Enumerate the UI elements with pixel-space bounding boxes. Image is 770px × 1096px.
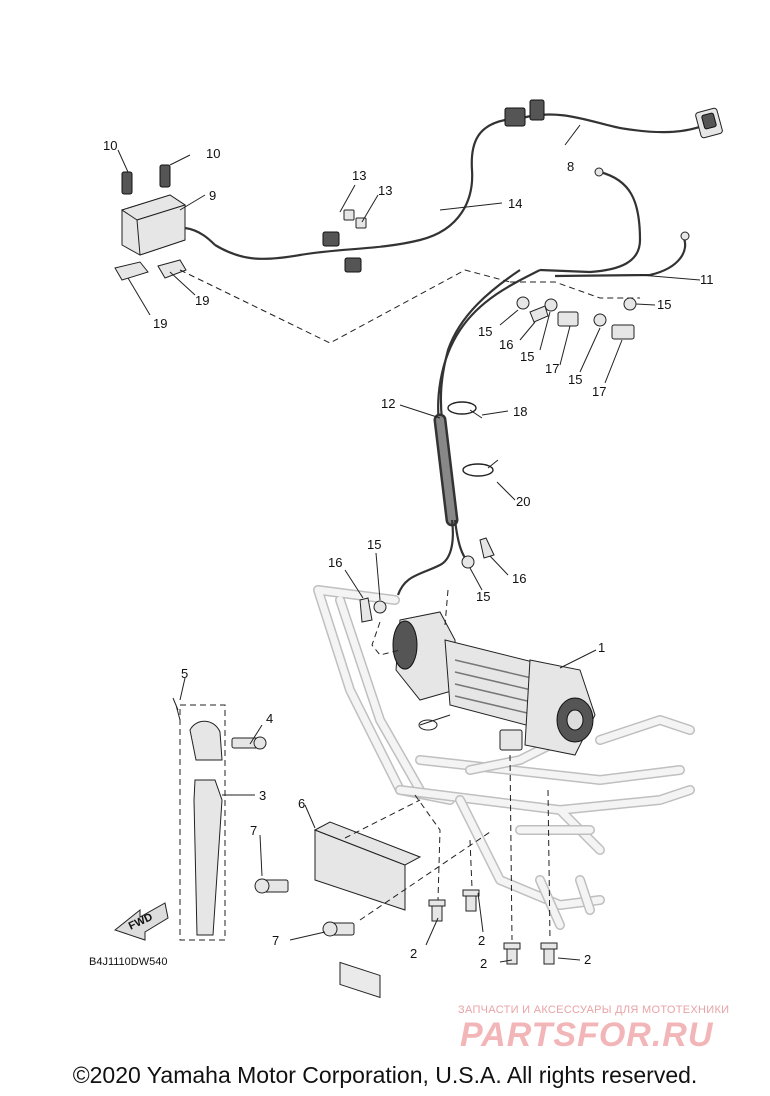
callout-2: 2	[478, 933, 485, 948]
callout-2: 2	[410, 946, 417, 961]
terminal-parts-upper	[516, 296, 637, 340]
roller-fairlead	[254, 821, 422, 999]
callout-15: 15	[367, 537, 381, 552]
callout-15: 15	[520, 349, 534, 364]
callout-13: 13	[378, 183, 392, 198]
callout-3: 3	[259, 788, 266, 803]
callout-16: 16	[328, 555, 342, 570]
callout-9: 9	[209, 188, 216, 203]
callout-15: 15	[568, 372, 582, 387]
winch-cable	[396, 413, 469, 596]
battery-leads	[437, 167, 690, 431]
callout-4: 4	[266, 711, 273, 726]
winch-contactor	[114, 164, 216, 281]
watermark-tagline: ЗАПЧАСТИ И АКСЕССУАРЫ ДЛЯ МОТОТЕХНИКИ	[458, 1004, 729, 1016]
watermark: ЗАПЧАСТИ И АКСЕССУАРЫ ДЛЯ МОТОТЕХНИКИ PA…	[458, 1004, 729, 1054]
callout-2: 2	[584, 952, 591, 967]
callout-15: 15	[478, 324, 492, 339]
callout-7: 7	[272, 933, 279, 948]
callout-8: 8	[567, 159, 574, 174]
callout-15: 15	[476, 589, 490, 604]
callout-13: 13	[352, 168, 366, 183]
watermark-logo: PARTSFOR.RU	[460, 1016, 714, 1054]
callout-15: 15	[657, 297, 671, 312]
switch-harness	[214, 99, 723, 260]
terminal-parts-lower	[359, 537, 495, 623]
leader-lines	[117, 124, 701, 963]
winch-remote-bracket	[172, 697, 267, 936]
callout-19: 19	[153, 316, 167, 331]
callout-10: 10	[206, 146, 220, 161]
callout-6: 6	[298, 796, 305, 811]
callout-20: 20	[516, 494, 530, 509]
callout-17: 17	[592, 384, 606, 399]
callout-16: 16	[512, 571, 526, 586]
forward-direction-arrow: FWD	[113, 902, 169, 941]
callout-16: 16	[499, 337, 513, 352]
callout-10: 10	[103, 138, 117, 153]
callout-numbers: 1 2 2 2 2 3 4 5 6 7 7 8 9 10 10 11 12 13…	[103, 138, 714, 971]
callout-18: 18	[513, 404, 527, 419]
callout-2: 2	[480, 956, 487, 971]
callout-5: 5	[181, 666, 188, 681]
callout-1: 1	[598, 640, 605, 655]
callout-12: 12	[381, 396, 395, 411]
harness-connectors	[322, 209, 367, 273]
callout-11: 11	[700, 272, 714, 287]
callout-7: 7	[250, 823, 257, 838]
callout-19: 19	[195, 293, 209, 308]
cable-clamps	[447, 401, 499, 477]
callout-17: 17	[545, 361, 559, 376]
copyright-notice: ©2020 Yamaha Motor Corporation, U.S.A. A…	[72, 1062, 698, 1088]
callout-14: 14	[508, 196, 522, 211]
mounting-bolts	[428, 889, 558, 965]
assembly-lines	[179, 269, 640, 941]
winch	[392, 611, 596, 756]
drawing-code: B4J1110DW540	[89, 956, 167, 968]
